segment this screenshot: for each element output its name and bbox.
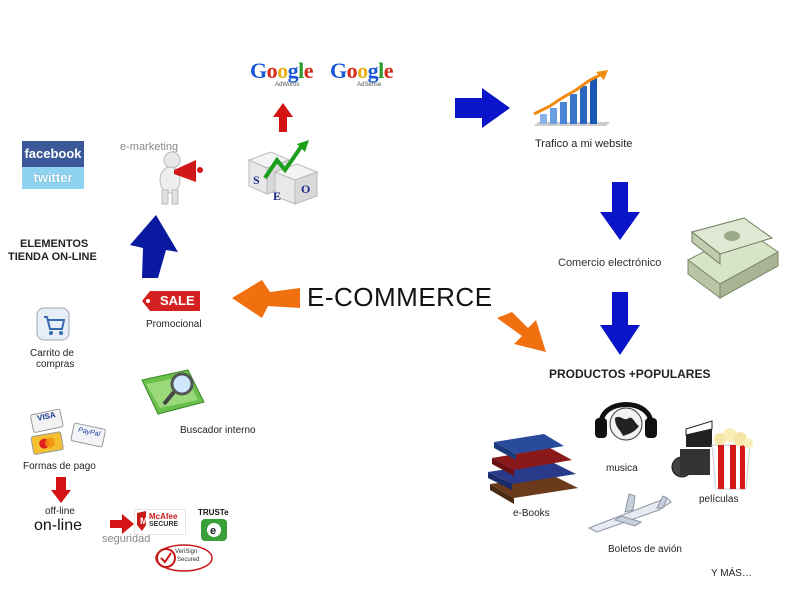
seo-letter-e: E bbox=[273, 189, 281, 203]
verisign-seal-icon bbox=[155, 544, 213, 572]
payment-cards-icon bbox=[30, 408, 106, 455]
carrito-label-line1: Carrito de bbox=[30, 348, 74, 359]
seguridad-label: seguridad bbox=[102, 533, 151, 545]
emarketing-label: e-marketing bbox=[120, 141, 179, 153]
sale-label: SALE bbox=[160, 293, 195, 308]
svg-text:M: M bbox=[140, 516, 148, 526]
search-folder-icon bbox=[141, 369, 205, 415]
comercio-label: Comercio electrónico bbox=[558, 257, 662, 269]
buscador-label: Buscador interno bbox=[180, 425, 256, 436]
truste-seal-icon: e bbox=[201, 519, 227, 541]
trafico-label: Trafico a mi website bbox=[535, 138, 633, 150]
elementos-label-line1: ELEMENTOS bbox=[20, 238, 89, 250]
verisign-line1: VeriSign bbox=[175, 549, 198, 555]
ebooks-label: e-Books bbox=[513, 508, 550, 519]
promocional-label: Promocional bbox=[146, 319, 202, 330]
seo-cubes-icon: S E O bbox=[247, 140, 319, 205]
movies-popcorn-icon bbox=[671, 420, 753, 490]
elementos-label-line2: TIENDA ON-LINE bbox=[8, 251, 97, 263]
red-arrow-down bbox=[51, 477, 71, 503]
headphones-globe-icon bbox=[595, 402, 657, 441]
adsense-label: AdSense bbox=[357, 82, 382, 88]
adwords-label: AdWords bbox=[275, 82, 300, 88]
center-title: E-COMMERCE bbox=[307, 282, 493, 312]
blue-arrow-down-1 bbox=[600, 182, 640, 240]
peliculas-label: películas bbox=[699, 494, 739, 505]
sale-tag-icon bbox=[142, 291, 200, 311]
seo-letter-o: O bbox=[301, 182, 310, 196]
money-stack-icon bbox=[687, 217, 779, 299]
orange-arrow-productos bbox=[497, 312, 546, 352]
verisign-line2: Secured bbox=[177, 557, 200, 563]
blue-arrow-up bbox=[130, 215, 178, 278]
carrito-label-line2: compras bbox=[36, 359, 75, 370]
facebook-logo: facebook bbox=[22, 141, 84, 167]
red-arrow-right bbox=[110, 514, 134, 534]
growth-chart-icon bbox=[533, 70, 610, 126]
formas-pago-label: Formas de pago bbox=[23, 461, 96, 472]
svg-text:e: e bbox=[210, 525, 216, 537]
offline-label: off-line bbox=[45, 506, 75, 517]
blue-arrow-down-2 bbox=[600, 292, 640, 355]
truste-label: TRUSTe bbox=[198, 508, 229, 517]
shopping-cart-icon bbox=[36, 307, 70, 341]
orange-arrow-left bbox=[232, 280, 300, 318]
seo-letter-s: S bbox=[253, 173, 260, 187]
boletos-label: Boletos de avión bbox=[608, 544, 682, 555]
mcafee-line2: SECURE bbox=[149, 521, 179, 528]
books-stack-icon bbox=[488, 434, 578, 504]
y-mas-label: Y MÁS… bbox=[711, 568, 752, 579]
google-adsense-logo: Google bbox=[330, 58, 394, 83]
red-arrow-up bbox=[273, 103, 293, 132]
google-adwords-logo: Google bbox=[250, 58, 314, 83]
megaphone-person-icon bbox=[159, 151, 203, 205]
online-label: on-line bbox=[34, 517, 83, 534]
productos-label: PRODUCTOS +POPULARES bbox=[549, 367, 711, 381]
mcafee-badge-icon: M bbox=[134, 509, 186, 535]
airplane-icon bbox=[587, 493, 672, 533]
twitter-logo: twitter bbox=[22, 167, 84, 189]
blue-arrow-right bbox=[455, 88, 510, 128]
musica-label: musica bbox=[606, 463, 638, 474]
mcafee-line1: McAfee bbox=[149, 512, 178, 521]
